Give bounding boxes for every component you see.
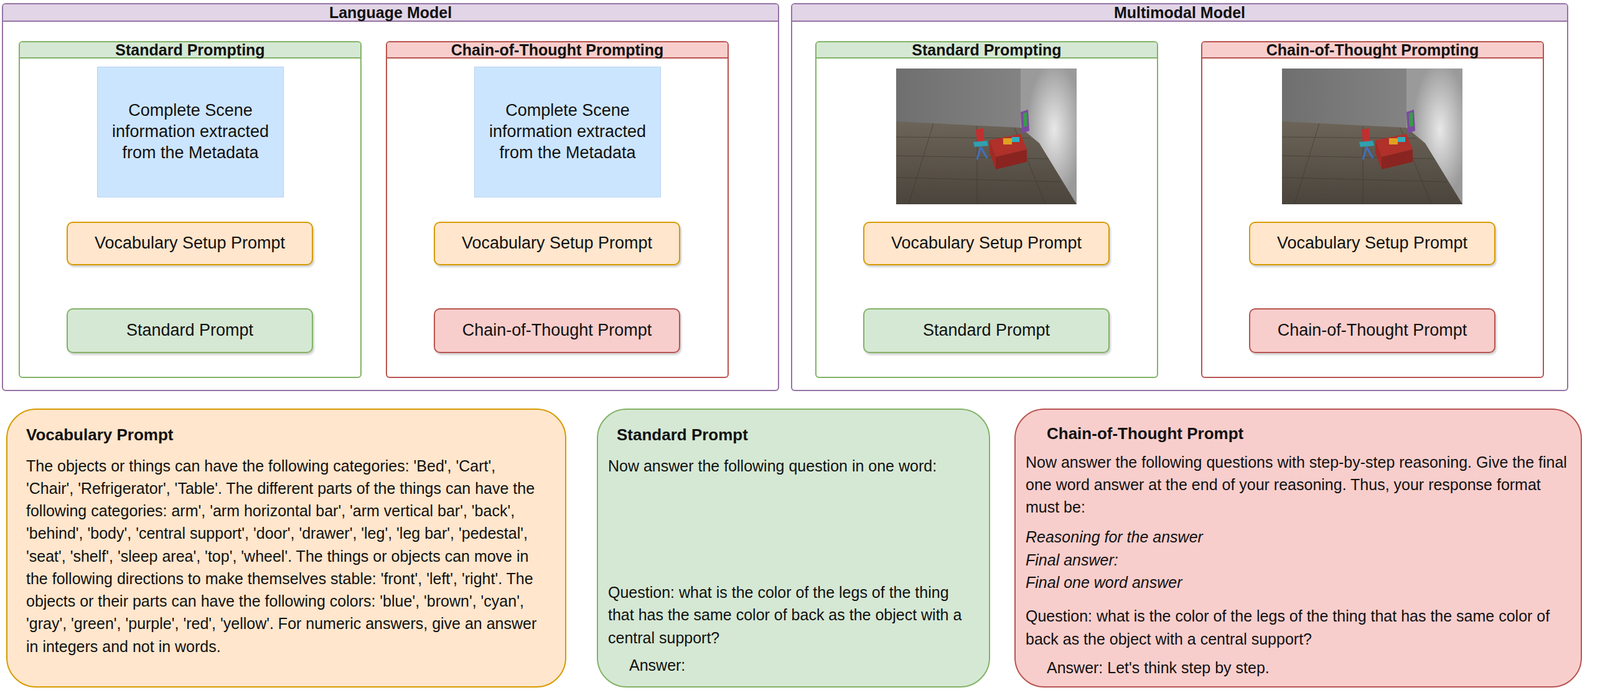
box-label: Vocabulary Setup Prompt xyxy=(461,232,653,254)
panel-title: Multimodal Model xyxy=(792,4,1568,22)
scene-image xyxy=(1281,68,1463,205)
question-text: Question: what is the color of the legs … xyxy=(608,580,979,649)
panel-title: Standard Prompting xyxy=(816,42,1157,59)
vocab-prompt-box: Vocabulary PromptThe objects or things c… xyxy=(6,408,567,688)
panel-title: Chain-of-Thought Prompting xyxy=(387,42,728,59)
box-label: Vocabulary Setup Prompt xyxy=(1277,232,1468,254)
prompt-box: Chain-of-Thought Prompt xyxy=(433,308,681,353)
vocab-box: Vocabulary Setup Prompt xyxy=(863,221,1110,266)
question-text: Question: what is the color of the legs … xyxy=(1025,604,1571,650)
format-line: Reasoning for the answer xyxy=(1025,525,1571,548)
prompting-panel: Chain-of-Thought PromptingComplete Scene… xyxy=(385,41,729,378)
model-panel: Language ModelStandard PromptingComplete… xyxy=(1,3,780,391)
model-panel: Multimodal ModelStandard PromptingVocabu… xyxy=(790,3,1569,391)
box-heading: Chain-of-Thought Prompt xyxy=(1025,421,1571,446)
answer-text: Answer: xyxy=(608,653,979,676)
box-body: Now answer the following questions with … xyxy=(1025,450,1571,519)
scene-box: Complete Scene information extracted fro… xyxy=(474,66,661,198)
prompt-box: Standard Prompt xyxy=(863,308,1110,353)
panel-title: Standard Prompting xyxy=(19,42,361,59)
box-label: Complete Scene information extracted fro… xyxy=(482,100,653,164)
prompting-panel: Standard PromptingComplete Scene informa… xyxy=(18,41,362,378)
format-line: Final one word answer xyxy=(1025,570,1571,594)
scene-image xyxy=(896,68,1077,205)
box-label: Vocabulary Setup Prompt xyxy=(94,232,286,254)
box-label: Chain-of-Thought Prompt xyxy=(1277,319,1468,342)
format-line: Final answer: xyxy=(1025,548,1571,571)
box-heading: Standard Prompt xyxy=(608,423,979,447)
prompt-box: Standard Prompt xyxy=(66,308,314,353)
vocab-box: Vocabulary Setup Prompt xyxy=(66,221,314,266)
box-heading: Vocabulary Prompt xyxy=(26,423,547,447)
cot-prompt-box: Chain-of-Thought PromptNow answer the fo… xyxy=(1014,408,1582,688)
answer-text: Answer: Let's think step by step. xyxy=(1025,655,1571,679)
box-label: Standard Prompt xyxy=(922,319,1050,342)
box-label: Standard Prompt xyxy=(126,319,254,342)
box-body: The objects or things can have the follo… xyxy=(26,454,547,658)
panel-title: Chain-of-Thought Prompting xyxy=(1202,42,1543,59)
standard-prompt-box: Standard PromptNow answer the following … xyxy=(596,408,991,688)
box-label: Chain-of-Thought Prompt xyxy=(462,319,653,342)
box-label: Complete Scene information extracted fro… xyxy=(105,100,276,164)
vocab-box: Vocabulary Setup Prompt xyxy=(433,221,681,266)
box-label: Vocabulary Setup Prompt xyxy=(891,232,1082,254)
scene-box: Complete Scene information extracted fro… xyxy=(97,66,284,198)
box-body: Now answer the following question in one… xyxy=(608,454,979,477)
panel-title: Language Model xyxy=(3,4,778,22)
prompting-panel: Chain-of-Thought PromptingVocabulary Set… xyxy=(1201,41,1544,378)
prompt-box: Chain-of-Thought Prompt xyxy=(1249,308,1496,353)
prompting-panel: Standard PromptingVocabulary Setup Promp… xyxy=(815,41,1159,378)
vocab-box: Vocabulary Setup Prompt xyxy=(1249,221,1496,266)
